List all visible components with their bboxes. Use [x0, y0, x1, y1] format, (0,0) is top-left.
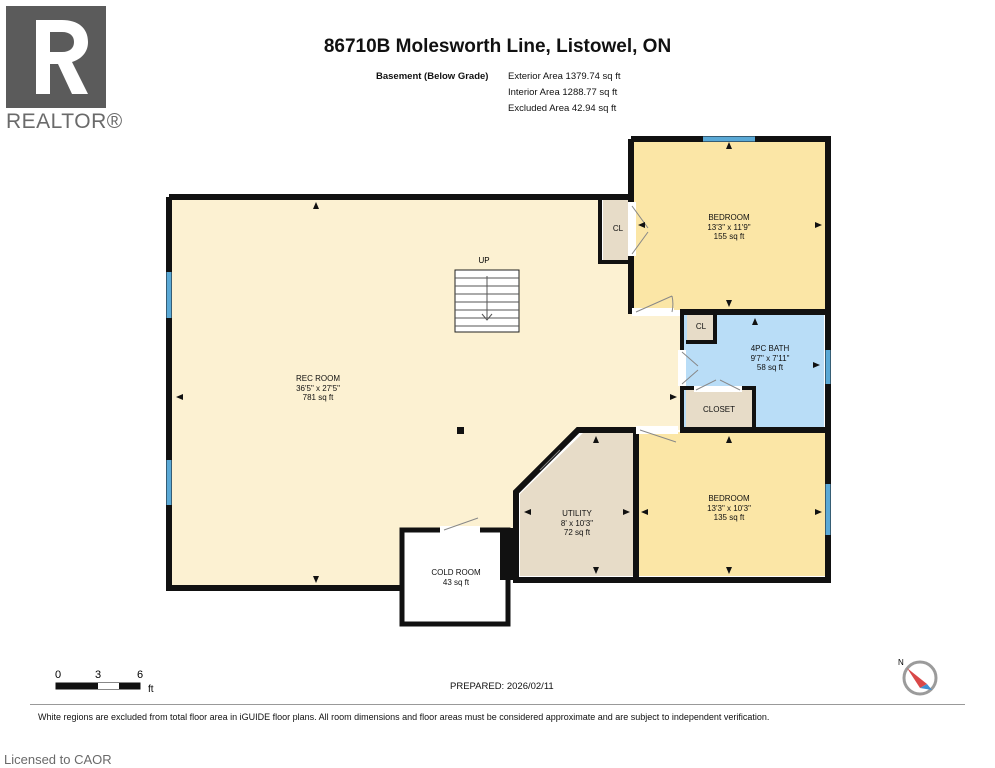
- closet-top-label: CL: [612, 224, 624, 233]
- bedroom-bottom-name: BEDROOM: [708, 494, 750, 503]
- cold-room-name: COLD ROOM: [431, 568, 481, 577]
- bath-name: 4PC BATH: [750, 344, 790, 353]
- scale-tick-6: 6: [137, 669, 143, 681]
- page-title: 86710B Molesworth Line, Listowel, ON: [323, 36, 672, 57]
- utility-dims: 8' x 10'3": [560, 518, 594, 528]
- utility-name: UTILITY: [562, 509, 592, 518]
- stairs-label: UP: [478, 256, 489, 265]
- rec-room-name: REC ROOM: [296, 374, 340, 383]
- realtor-logo-icon: [6, 6, 106, 108]
- bedroom-bottom-area: 135 sq ft: [713, 513, 745, 522]
- level-name: Basement (Below Grade): [376, 71, 489, 82]
- windows: [166, 136, 831, 535]
- realtor-logo-text: REALTOR®: [6, 110, 123, 133]
- bedroom-top-area: 155 sq ft: [713, 232, 745, 241]
- scale-tick-3: 3: [95, 669, 101, 681]
- bedroom-top-floor: [634, 142, 825, 310]
- exterior-area: Exterior Area 1379.74 sq ft: [508, 71, 621, 82]
- cold-room-area: 43 sq ft: [442, 577, 470, 587]
- bedroom-top-name: BEDROOM: [708, 213, 750, 222]
- prepared-date: PREPARED: 2026/02/11: [450, 681, 554, 692]
- utility-label: UTILITY 8' x 10'3" 72 sq ft: [561, 509, 593, 538]
- bath-dims: 9'7" x 7'11": [750, 353, 790, 363]
- utility-floor: [520, 432, 634, 576]
- bedroom-bottom-floor: [638, 432, 825, 576]
- cold-room-walls: [399, 527, 511, 627]
- interior-area: Interior Area 1288.77 sq ft: [508, 87, 618, 98]
- rec-room-dims: 36'5" x 27'5": [296, 383, 340, 393]
- license-text: Licensed to CAOR: [4, 752, 112, 767]
- closet-label: CLOSET: [702, 405, 736, 414]
- cold-room-label: COLD ROOM 43 sq ft: [431, 568, 480, 587]
- scale-unit: ft: [148, 684, 154, 695]
- rec-room-floor: [172, 200, 680, 585]
- floor-marker: [457, 427, 464, 434]
- closet-floor: [686, 390, 752, 428]
- bath-area: 58 sq ft: [756, 363, 784, 372]
- rec-room-label: REC ROOM 36'5" x 27'5" 781 sq ft: [296, 374, 340, 403]
- bedroom-top-label: BEDROOM 13'3" x 11'9" 155 sq ft: [707, 213, 750, 242]
- rec-room-area: 781 sq ft: [302, 393, 334, 402]
- dimension-arrows: [176, 142, 822, 583]
- compass-icon: [902, 660, 938, 696]
- disclaimer-divider: [30, 704, 965, 705]
- utility-area: 72 sq ft: [563, 528, 591, 537]
- bedroom-bottom-label: BEDROOM 13'3" x 10'3" 135 sq ft: [707, 494, 751, 523]
- stairs-icon: [454, 269, 520, 333]
- closet-bath-cl-floor: [687, 315, 715, 340]
- bath-label: 4PC BATH 9'7" x 7'11" 58 sq ft: [751, 344, 790, 373]
- closet-bath-label: CL: [695, 322, 707, 331]
- compass-label: N: [898, 658, 904, 667]
- disclaimer-text: White regions are excluded from total fl…: [38, 712, 770, 722]
- scale-bar: [55, 682, 141, 690]
- doors: [440, 202, 742, 534]
- bedroom-top-dims: 13'3" x 11'9": [707, 222, 751, 232]
- scale-tick-0: 0: [55, 669, 61, 681]
- excluded-area: Excluded Area 42.94 sq ft: [508, 103, 617, 114]
- wall-block: [500, 528, 516, 580]
- bedroom-bottom-dims: 13'3" x 10'3": [707, 503, 751, 513]
